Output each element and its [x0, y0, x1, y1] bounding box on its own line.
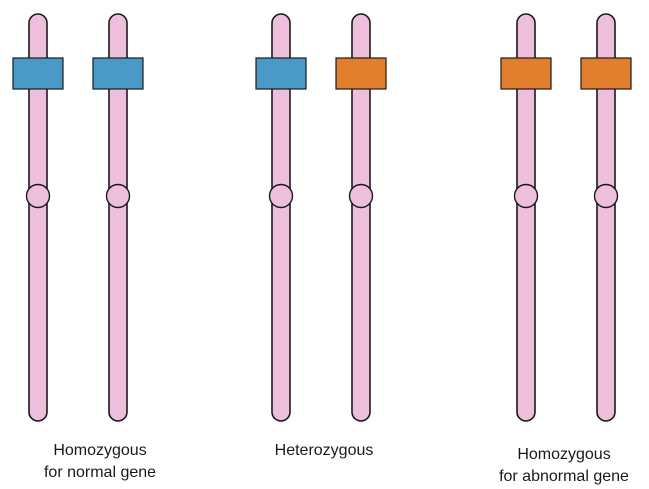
caption-homozygous-normal: Homozygous for normal gene [0, 440, 200, 484]
normal-gene-band [256, 58, 306, 89]
caption-line: Heterozygous [224, 440, 424, 462]
normal-gene-band [93, 58, 143, 89]
abnormal-gene-band [501, 58, 551, 89]
caption-heterozygous: Heterozygous [224, 440, 424, 462]
caption-line: Homozygous [464, 444, 649, 466]
centromere [515, 185, 538, 208]
centromere [350, 185, 373, 208]
abnormal-gene-band [336, 58, 386, 89]
centromere [270, 185, 293, 208]
caption-homozygous-abnormal: Homozygous for abnormal gene [464, 444, 649, 488]
abnormal-gene-band [581, 58, 631, 89]
centromere [107, 185, 130, 208]
caption-line: for abnormal gene [464, 466, 649, 488]
normal-gene-band [13, 58, 63, 89]
centromere [595, 185, 618, 208]
centromere [27, 185, 50, 208]
caption-line: Homozygous [0, 440, 200, 462]
caption-line: for normal gene [0, 462, 200, 484]
